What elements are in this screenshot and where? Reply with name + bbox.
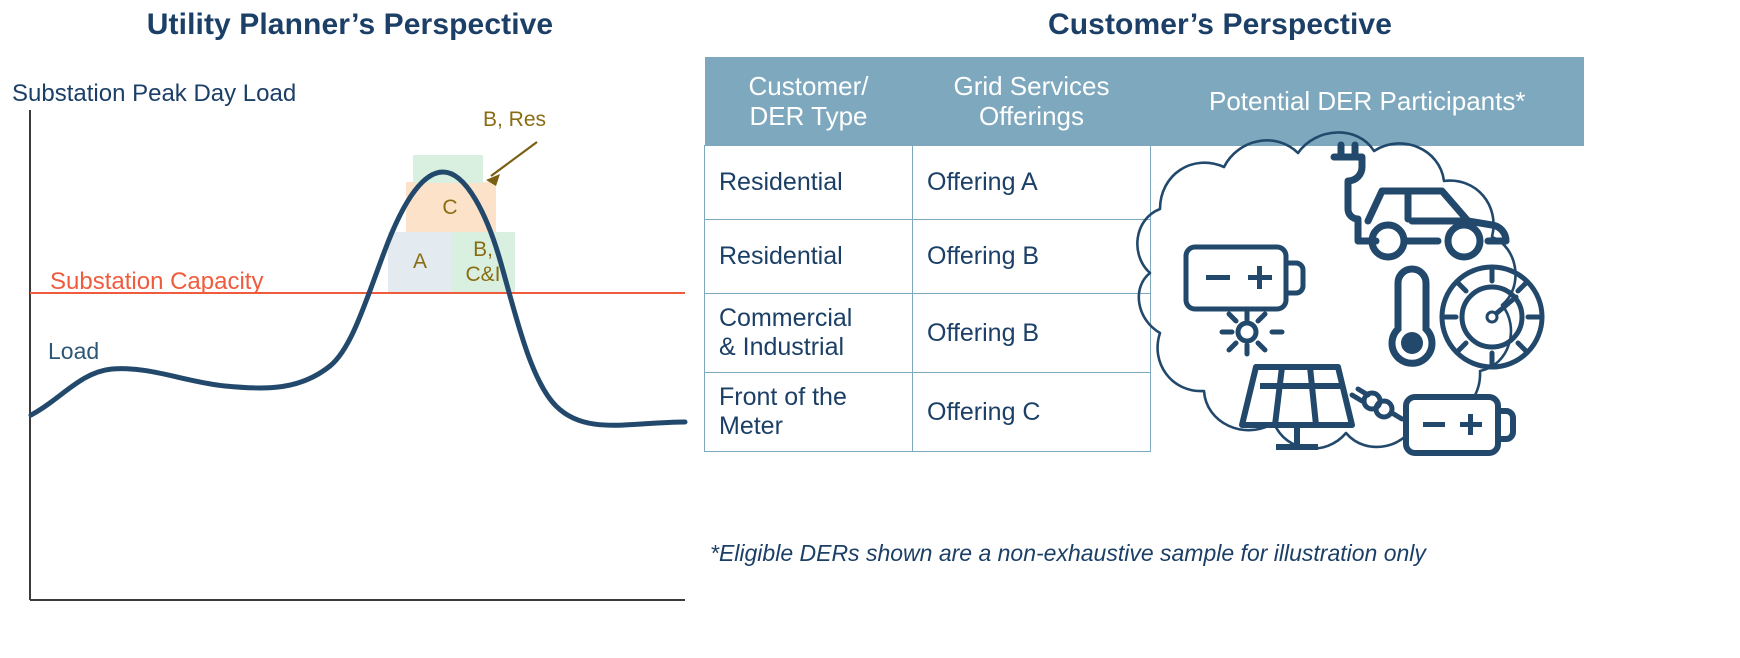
customer-perspective-panel: Customer’s Perspective Customer/ DER Typ… [700, 0, 1740, 658]
chart-y-axis-title: Substation Peak Day Load [12, 80, 297, 107]
column-header-grid-services-offerings-line1: Grid Services [953, 71, 1110, 101]
cell-customer-type-line2: & Industrial [719, 333, 845, 362]
cell-offering-text: Offering B [927, 318, 1040, 347]
column-header-customer-der-type-line1: Customer/ [748, 71, 869, 101]
cell-offering-text: Offering B [927, 242, 1040, 271]
stacked-block-a-label: A [412, 250, 427, 273]
electric-vehicle-charging-icon [1330, 141, 1510, 261]
substation-capacity-label: Substation Capacity [50, 268, 264, 295]
table-row: Residential Offering A [704, 145, 1585, 221]
cell-offering: Offering C [912, 372, 1151, 453]
stacked-block-a [388, 232, 451, 293]
table-header-row: Customer/ DER Type Grid Services Offerin… [704, 57, 1584, 146]
column-header-potential-der-participants-text: Potential DER Participants* [1209, 86, 1526, 117]
table-row: Commercial & Industrial Offering B [704, 293, 1585, 374]
table-row: Front of the Meter Offering C [704, 372, 1585, 453]
page-title-left: Utility Planner’s Perspective [146, 8, 554, 41]
column-header-customer-der-type-line2: DER Type [749, 101, 868, 132]
footnote-text: *Eligible DERs shown are a non-exhaustiv… [710, 540, 1426, 566]
thermostat-thermometer-icon [1388, 264, 1545, 370]
cell-offering: Offering B [912, 219, 1151, 295]
column-header-potential-der-participants: Potential DER Participants* [1150, 57, 1584, 146]
load-curve [28, 169, 688, 428]
column-header-customer-der-type: Customer/ DER Type [704, 57, 913, 146]
stacked-block-b-ci-label-line1: B, [473, 238, 493, 261]
cell-offering: Offering A [912, 145, 1151, 221]
cell-customer-type: Front of the Meter [704, 372, 913, 453]
cell-offering-text: Offering A [927, 168, 1038, 197]
annotation-arrow [490, 141, 538, 177]
cell-offering: Offering B [912, 293, 1151, 374]
stacked-block-c-label: C [442, 196, 458, 219]
solar-panel-battery-icon [1219, 306, 1516, 456]
substation-load-chart: Substation Peak Day Load A B, C&I C Subs… [0, 60, 700, 620]
cell-customer-type-line1: Residential [719, 168, 843, 197]
cell-customer-type-line2: Meter [719, 412, 783, 441]
column-header-grid-services-offerings-line2: Offerings [978, 101, 1084, 132]
load-curve-label: Load [48, 338, 100, 364]
cell-customer-type-line1: Commercial [719, 304, 853, 333]
annotation-arrowhead [486, 174, 500, 186]
solar-battery-icon [1403, 394, 1516, 456]
der-offerings-table: Customer/ DER Type Grid Services Offerin… [704, 57, 1585, 453]
b-res-annotation-label: B, Res [483, 108, 547, 131]
table-row: Residential Offering B [704, 219, 1585, 295]
battery-icon [1183, 244, 1306, 312]
chart-canvas [28, 110, 688, 601]
cell-customer-type: Residential [704, 145, 913, 221]
cell-customer-type-line1: Residential [719, 242, 843, 271]
cell-customer-type-line1: Front of the [719, 383, 847, 412]
table-body: Residential Offering A Residential Offer… [704, 145, 1585, 453]
page-title-right: Customer’s Perspective [1047, 8, 1393, 41]
der-participants-cloud-illustration [1136, 131, 1545, 456]
cloud-outline-icon [1136, 131, 1517, 450]
cell-customer-type: Commercial & Industrial [704, 293, 913, 374]
stacked-block-b-ci-label-line2: C&I [465, 263, 501, 286]
column-header-grid-services-offerings: Grid Services Offerings [912, 57, 1151, 146]
utility-planner-panel: Utility Planner’s Perspective Substation… [0, 0, 700, 658]
cell-offering-text: Offering C [927, 397, 1041, 426]
cell-customer-type: Residential [704, 219, 913, 295]
